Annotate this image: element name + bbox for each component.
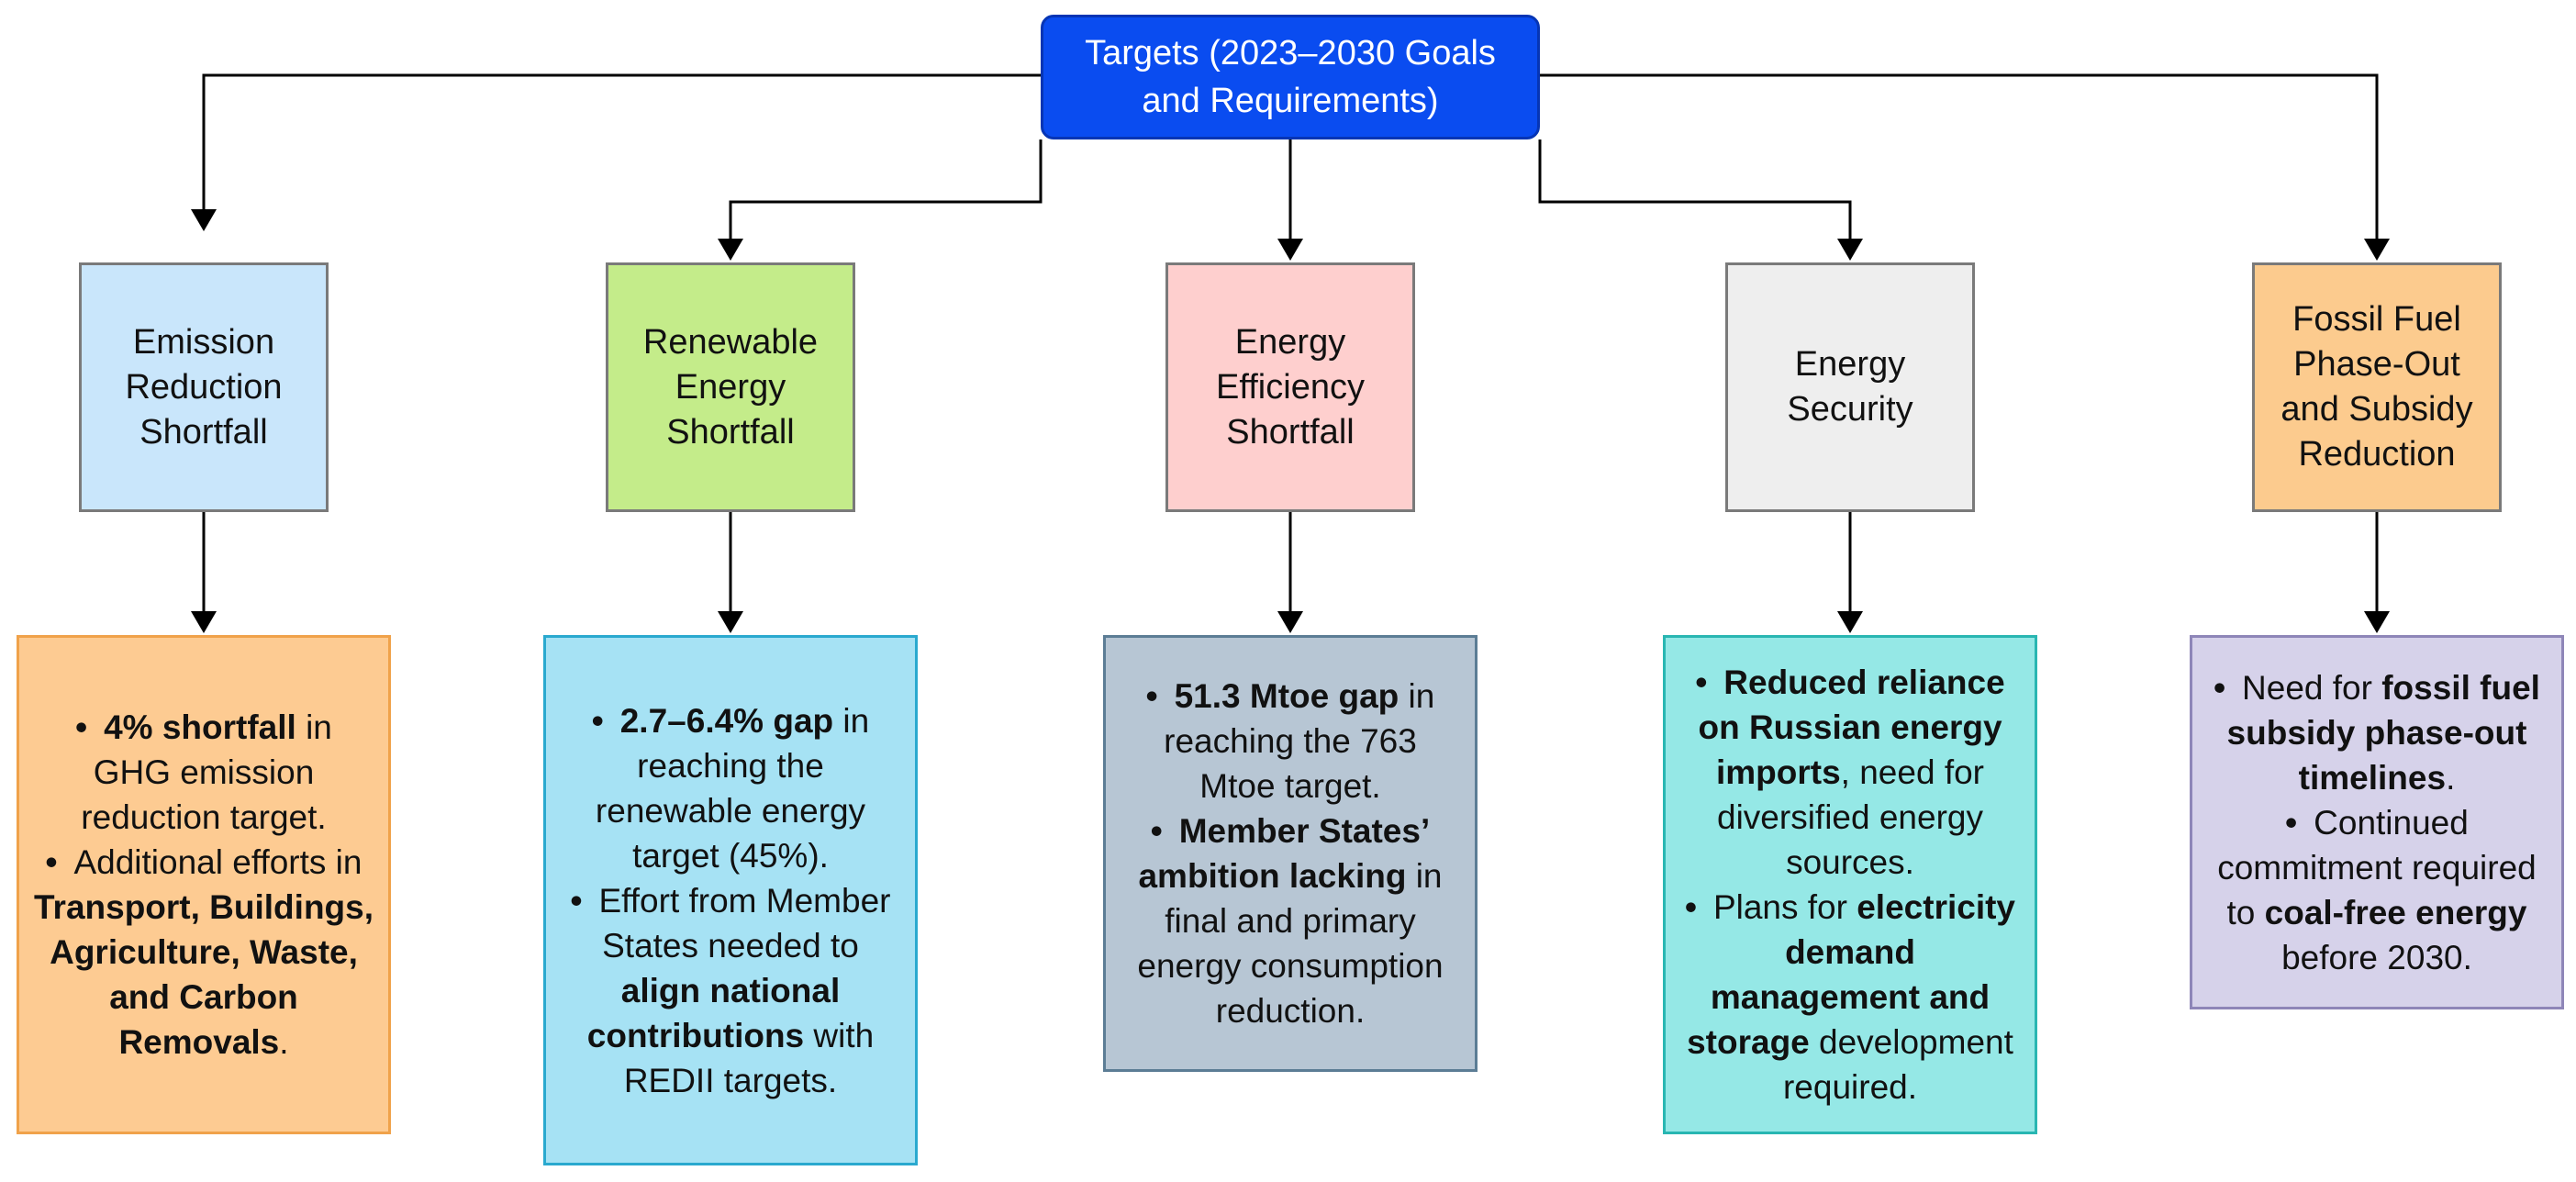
arrow-root-to-security xyxy=(1538,139,1852,248)
detail-bullet: •2.7–6.4% gap in reaching the renewable … xyxy=(591,701,870,875)
category-energy-security: Energy Security xyxy=(1725,262,1975,512)
arrow-root-to-fossil xyxy=(1540,73,2379,248)
category-label: Renewable Energy Shortfall xyxy=(642,322,819,452)
detail-bullet: •Additional efforts in Transport, Buildi… xyxy=(33,843,374,1061)
category-label: Energy Efficiency Shortfall xyxy=(1216,322,1365,452)
category-fossil-fuel-phase-out: Fossil Fuel Phase-Out and Subsidy Reduct… xyxy=(2252,262,2502,512)
detail-fossil-fuel: •Need for fossil fuel subsidy phase-out … xyxy=(2190,635,2564,1009)
category-emission-reduction: Emission Reduction Shortfall xyxy=(79,262,329,512)
arrow-root-to-renewable xyxy=(729,139,1043,248)
detail-emission-reduction: •4% shortfall in GHG emission reduction … xyxy=(17,635,391,1134)
detail-renewable-energy: •2.7–6.4% gap in reaching the renewable … xyxy=(543,635,918,1165)
category-label: Fossil Fuel Phase-Out and Subsidy Reduct… xyxy=(2280,300,2473,474)
category-label: Emission Reduction Shortfall xyxy=(125,322,283,452)
detail-bullet: •Reduced reliance on Russian energy impo… xyxy=(1695,663,2005,881)
category-label: Energy Security xyxy=(1787,345,1913,429)
root-title: Targets (2023–2030 Goals and Requirement… xyxy=(1085,34,1496,120)
detail-bullet: •Member States’ ambition lacking in fina… xyxy=(1137,812,1444,1030)
detail-bullet: •Continued commitment required to coal-f… xyxy=(2217,803,2537,976)
detail-bullet: •4% shortfall in GHG emission reduction … xyxy=(75,708,332,836)
category-renewable-energy: Renewable Energy Shortfall xyxy=(606,262,855,512)
targets-root-node: Targets (2023–2030 Goals and Requirement… xyxy=(1041,15,1540,139)
detail-energy-efficiency: •51.3 Mtoe gap in reaching the 763 Mtoe … xyxy=(1103,635,1478,1072)
detail-bullet: •51.3 Mtoe gap in reaching the 763 Mtoe … xyxy=(1145,677,1435,805)
detail-bullet: •Effort from Member States needed to ali… xyxy=(570,881,891,1099)
detail-bullet: •Plans for electricity demand management… xyxy=(1684,888,2016,1106)
arrow-root-to-emission xyxy=(202,73,1041,228)
detail-bullet: •Need for fossil fuel subsidy phase-out … xyxy=(2214,668,2540,797)
category-energy-efficiency: Energy Efficiency Shortfall xyxy=(1165,262,1415,512)
detail-energy-security: •Reduced reliance on Russian energy impo… xyxy=(1663,635,2037,1134)
